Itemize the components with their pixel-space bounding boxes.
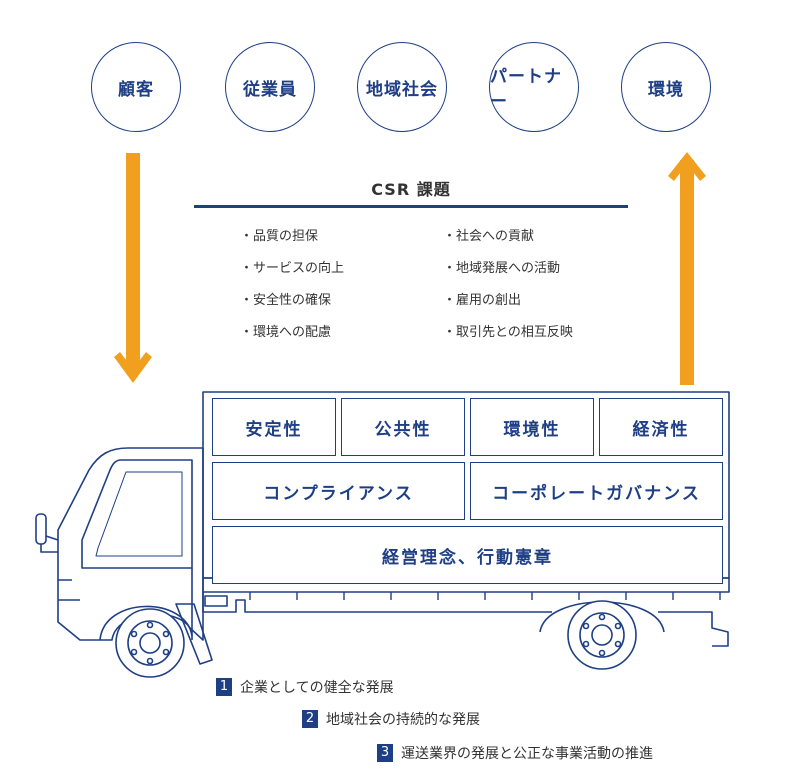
front-wheel-icon bbox=[115, 608, 185, 678]
pillar-economic: 経済性 bbox=[599, 398, 723, 456]
csr-issue: 雇用の創出 bbox=[443, 293, 573, 325]
goal-1: 1 企業としての健全な発展 bbox=[216, 677, 394, 697]
down-arrow-icon bbox=[114, 153, 152, 383]
csr-issue: サービスの向上 bbox=[240, 261, 344, 293]
csr-issue: 取引先との相互反映 bbox=[443, 325, 573, 357]
goal-text: 地域社会の持続的な発展 bbox=[326, 712, 480, 728]
goal-number-badge: 3 bbox=[377, 744, 393, 762]
goal-text: 企業としての健全な発展 bbox=[240, 680, 394, 696]
pillar-environmental: 環境性 bbox=[470, 398, 594, 456]
foundation-philosophy: 経営理念、行動憲章 bbox=[212, 526, 723, 584]
csr-issue: 社会への貢献 bbox=[443, 229, 573, 261]
csr-issue: 環境への配慮 bbox=[240, 325, 344, 357]
csr-issue: 地域発展への活動 bbox=[443, 261, 573, 293]
pillar-stability: 安定性 bbox=[212, 398, 336, 456]
csr-issue: 安全性の確保 bbox=[240, 293, 344, 325]
rear-wheel-icon bbox=[567, 600, 637, 670]
goal-number-badge: 2 bbox=[302, 710, 318, 728]
goal-text: 運送業界の発展と公正な事業活動の推進 bbox=[401, 746, 653, 762]
goal-number-badge: 1 bbox=[216, 678, 232, 696]
stakeholder-community: 地域社会 bbox=[357, 42, 447, 132]
stakeholder-employees: 従業員 bbox=[225, 42, 315, 132]
csr-issue: 品質の担保 bbox=[240, 229, 344, 261]
csr-issues-right: 社会への貢献 地域発展への活動 雇用の創出 取引先との相互反映 bbox=[443, 229, 573, 357]
pillar-governance: コーポレートガバナンス bbox=[470, 462, 723, 520]
csr-issues-left: 品質の担保 サービスの向上 安全性の確保 環境への配慮 bbox=[240, 229, 344, 357]
goal-2: 2 地域社会の持続的な発展 bbox=[302, 709, 480, 729]
rail-ticks bbox=[249, 592, 721, 600]
pillar-public: 公共性 bbox=[341, 398, 465, 456]
goal-3: 3 運送業界の発展と公正な事業活動の推進 bbox=[377, 743, 653, 763]
csr-title-underline bbox=[194, 205, 628, 208]
stakeholder-partner: パートナー bbox=[489, 42, 579, 132]
pillar-compliance: コンプライアンス bbox=[212, 462, 465, 520]
up-arrow-icon bbox=[668, 152, 706, 385]
stakeholder-environment: 環境 bbox=[621, 42, 711, 132]
csr-title: CSR 課題 bbox=[371, 180, 451, 199]
stakeholder-customer: 顧客 bbox=[91, 42, 181, 132]
